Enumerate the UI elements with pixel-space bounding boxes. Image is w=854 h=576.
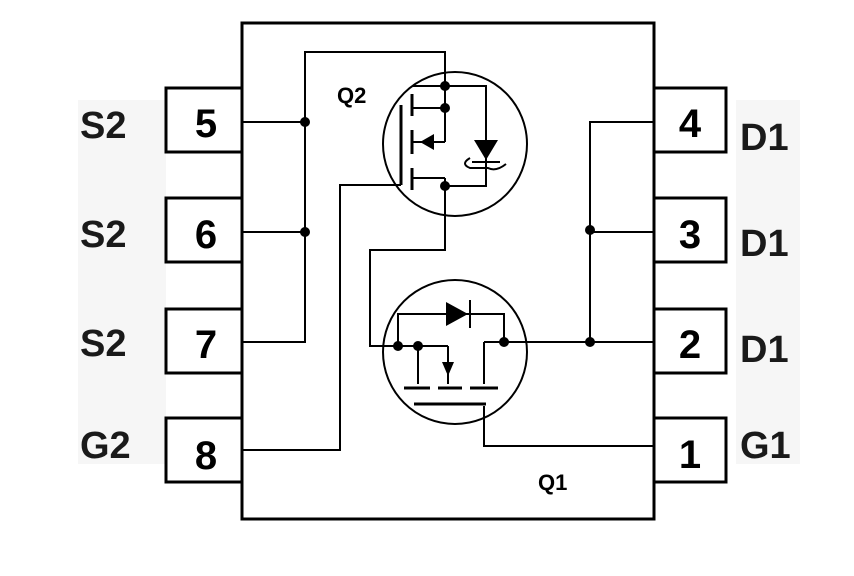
- g1-wiring: [483, 406, 654, 447]
- pin-7: 7 S2: [80, 307, 244, 375]
- pin-4-box: [652, 86, 728, 154]
- pin-6-name: S2: [80, 214, 126, 256]
- q2-mosfet-symbol: Q2: [337, 71, 528, 217]
- pin-5-name: S2: [80, 105, 126, 147]
- s2-wiring: [242, 51, 446, 343]
- junction-dot: [585, 337, 595, 347]
- pin-3-box: [652, 196, 728, 264]
- pin-8-number: 8: [195, 434, 217, 478]
- pin-1-number: 1: [679, 433, 701, 477]
- q2-drain-to-q1-source: [369, 186, 446, 347]
- pin-4-name: D1: [740, 117, 789, 159]
- pin-8: 8 G2: [80, 416, 244, 484]
- junction-dot: [300, 227, 310, 237]
- pin-2-name: D1: [740, 329, 789, 371]
- pin-1: 1 G1: [652, 416, 791, 484]
- pin-1-box: [652, 416, 728, 484]
- right-label-panel: [736, 100, 800, 464]
- g2-wiring: [242, 184, 401, 451]
- pin-6-box: [164, 196, 244, 264]
- d1-wiring: [504, 121, 654, 347]
- pin-2-number: 2: [679, 323, 701, 367]
- pin-5-box: [164, 86, 244, 154]
- left-label-panel: [78, 100, 166, 464]
- pin-3-number: 3: [679, 213, 701, 257]
- pin-1-name: G1: [740, 425, 791, 467]
- q2-circle: [382, 71, 528, 217]
- pin-8-name: G2: [80, 425, 131, 467]
- q1-label: Q1: [538, 470, 567, 495]
- pin-3-name: D1: [740, 223, 789, 265]
- pin-5: 5 S2: [80, 86, 244, 154]
- pin-6-number: 6: [195, 213, 217, 257]
- junction-dot: [585, 225, 595, 235]
- pin-4: 4 D1: [652, 86, 789, 159]
- pin-5-number: 5: [195, 102, 217, 146]
- pin-6: 6 S2: [80, 196, 244, 264]
- pin-7-name: S2: [80, 323, 126, 365]
- pin-7-number: 7: [195, 323, 217, 367]
- pin-4-number: 4: [679, 102, 702, 146]
- q1-mosfet-symbol: Q1: [382, 279, 567, 495]
- package-body: [240, 21, 656, 521]
- q1-circle: [382, 279, 528, 425]
- pin-3: 3 D1: [652, 196, 789, 265]
- pin-2: 2 D1: [652, 307, 789, 375]
- junction-dot: [300, 117, 310, 127]
- q2-label: Q2: [337, 83, 366, 108]
